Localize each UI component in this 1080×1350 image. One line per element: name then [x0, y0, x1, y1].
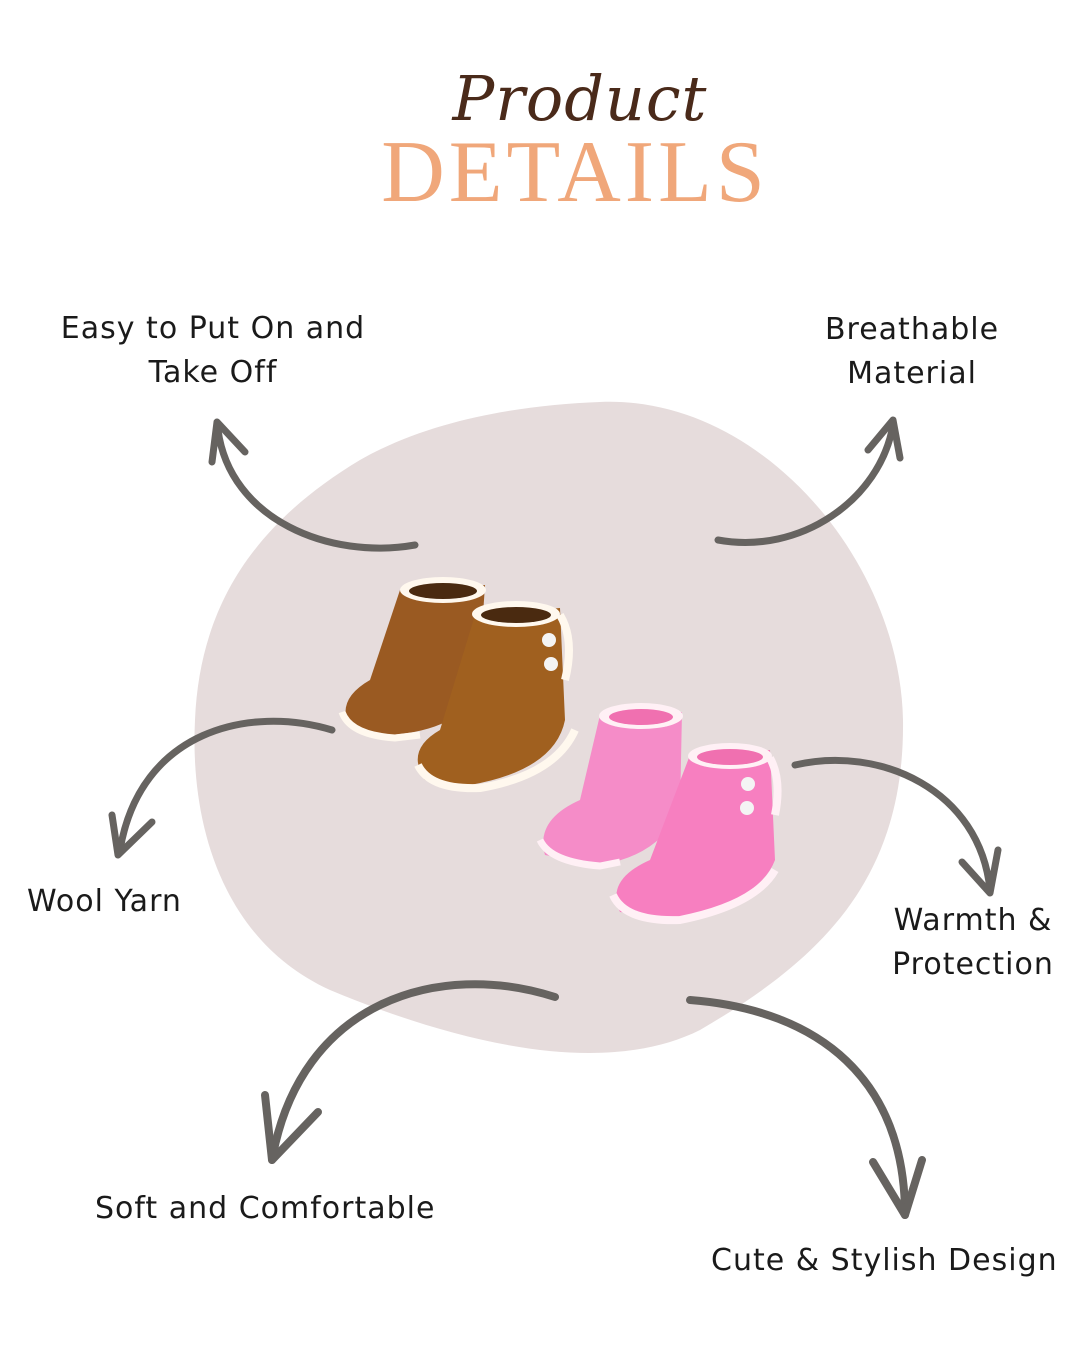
feature-line: Take Off — [148, 355, 278, 390]
feature-wool-yarn: Wool Yarn — [27, 884, 182, 919]
pink-booties-image — [536, 703, 782, 925]
arrow-top-right-icon — [714, 416, 904, 546]
brown-booties-image — [338, 577, 579, 793]
title-main: DETAILS — [381, 124, 769, 221]
feature-line: Breathable — [824, 312, 1000, 347]
title-script: Product — [452, 62, 708, 135]
arrow-bottom-right-icon — [686, 996, 926, 1219]
feature-breathable: Breathable Material — [762, 308, 1062, 396]
feature-line: Easy to Put On and — [60, 311, 366, 346]
feature-easy-on-off: Easy to Put On and Take Off — [13, 307, 413, 395]
arrow-top-left-icon — [208, 418, 419, 552]
feature-line: Protection — [892, 947, 1054, 982]
arrow-bottom-left-icon — [261, 980, 559, 1164]
feature-soft: Soft and Comfortable — [95, 1191, 436, 1226]
arrow-mid-left-icon — [108, 717, 336, 859]
feature-line: Material — [847, 356, 977, 391]
feature-line: Warmth & — [893, 903, 1053, 938]
feature-stylish: Cute & Stylish Design — [711, 1243, 1058, 1278]
arrow-mid-right-icon — [791, 756, 1002, 897]
feature-warmth: Warmth & Protection — [853, 899, 1080, 987]
